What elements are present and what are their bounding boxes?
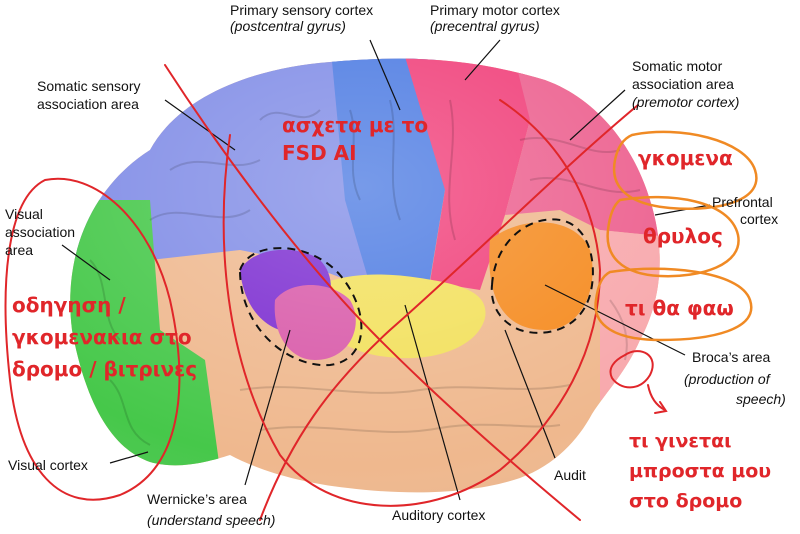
label-somatic-motor-2: association area — [632, 76, 734, 92]
label-primary-motor-cortex: Primary motor cortex — [430, 2, 560, 18]
wernicke-dashed-outline — [238, 247, 363, 367]
annotation-food: τι θα φαω — [625, 296, 734, 320]
leader-lines — [61, 39, 711, 501]
label-visual-cortex: Visual cortex — [8, 457, 88, 473]
gyri-texture — [89, 99, 641, 446]
label-prefrontal-2: cortex — [740, 211, 779, 227]
annotation-fsd-line1: ασχετα με το — [282, 113, 429, 137]
label-visual-assoc-1: Visual — [5, 206, 43, 222]
annotation-gkomena: γκομενα — [638, 146, 733, 170]
orange-circle-3 — [594, 267, 753, 342]
label-production-of: (production of — [684, 371, 770, 387]
annotation-front-line2: μπροστα μου — [629, 460, 772, 482]
arrow-head — [654, 401, 668, 414]
arrow-stroke — [647, 384, 666, 411]
red-scribbles — [4, 64, 668, 521]
label-auditory-cortex: Auditory cortex — [392, 507, 486, 523]
circle-stroke-1 — [222, 99, 602, 507]
label-visual-assoc-2: association — [5, 224, 76, 240]
annotation-front-line3: στο δρομο — [629, 490, 743, 512]
annotation-visual-line3: δρομο / βιτρινες — [12, 357, 198, 381]
cross-stroke-2 — [259, 104, 639, 521]
label-premotor-cortex: (premotor cortex) — [632, 94, 740, 110]
label-somatic-sensory-1: Somatic sensory — [37, 78, 141, 94]
orange-circle-2 — [606, 195, 740, 278]
label-speech: speech) — [736, 391, 786, 407]
label-wernicke-area: Wernicke’s area — [147, 491, 247, 507]
label-somatic-sensory-2: association area — [37, 96, 139, 112]
annotation-visual-line1: οδηγηση / — [12, 293, 126, 317]
label-understand-speech: (understand speech) — [147, 512, 276, 528]
front-circle — [609, 350, 654, 389]
label-auditory-cut: Audit — [554, 467, 586, 483]
label-postcentral-gyrus: (postcentral gyrus) — [230, 18, 346, 34]
label-precentral-gyrus: (precentral gyrus) — [430, 18, 540, 34]
orange-circle-1 — [612, 130, 758, 210]
annotation-front-line1: τι γινεται — [629, 430, 732, 452]
annotation-thrylos: θρυλος — [643, 224, 723, 248]
label-primary-sensory-cortex: Primary sensory cortex — [230, 2, 374, 18]
label-visual-assoc-3: area — [5, 242, 34, 258]
visual-circle — [4, 177, 181, 501]
orange-scribbles — [594, 130, 758, 342]
label-prefrontal-1: Prefrontal — [712, 194, 773, 210]
annotation-visual-line2: γκομενακια στο — [12, 325, 192, 349]
broca-dashed-outline — [490, 218, 594, 334]
label-somatic-motor-1: Somatic motor — [632, 58, 723, 74]
annotation-fsd-line2: FSD AI — [282, 141, 357, 165]
label-broca-area: Broca’s area — [692, 349, 771, 365]
